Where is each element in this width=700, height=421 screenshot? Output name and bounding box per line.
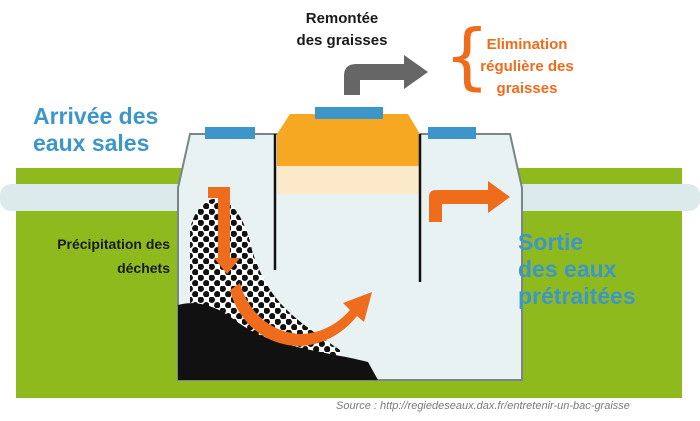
sediment-label: Précipitation des déchets <box>30 232 170 280</box>
grease-rise-arrow <box>344 55 428 95</box>
grease-layer <box>277 114 420 166</box>
outlet-label: Sortie des eaux prétraitées <box>518 229 636 310</box>
source-caption: Source : http://regiedeseaux.dax.fr/entr… <box>336 400 630 412</box>
inlet-label: Arrivée des eaux sales <box>33 103 158 157</box>
outlet-line-2: des eaux <box>518 256 617 282</box>
inlet-line-2: eaux sales <box>33 130 150 156</box>
grease-rise-label: Remontée des graisses <box>292 8 392 52</box>
lid-left <box>205 127 255 139</box>
grease-removal-label: Elimination régulière des graisses <box>472 34 582 100</box>
lid-right <box>428 127 476 139</box>
brace-icon: { <box>444 14 490 98</box>
grease-removal-line-2: régulière des <box>480 58 574 75</box>
sediment-line-2: déchets <box>117 260 170 276</box>
flow-arrow <box>230 283 372 346</box>
grease-removal-line-1: Elimination <box>486 36 568 53</box>
inlet-line-1: Arrivée des <box>33 103 159 129</box>
grease-rise-line-1: Remontée <box>305 10 379 27</box>
grease-removal-line-3: graisses <box>496 80 558 97</box>
inlet-arrow <box>208 187 240 274</box>
outlet-line-1: Sortie <box>518 229 584 255</box>
lid-center <box>315 107 383 119</box>
outlet-line-3: prétraitées <box>518 283 636 309</box>
grease-emulsion <box>277 166 420 194</box>
grease-rise-line-2: des graisses <box>296 32 388 49</box>
outlet-arrow <box>429 181 510 222</box>
sediment-line-1: Précipitation des <box>57 236 170 252</box>
sludge <box>178 303 378 380</box>
